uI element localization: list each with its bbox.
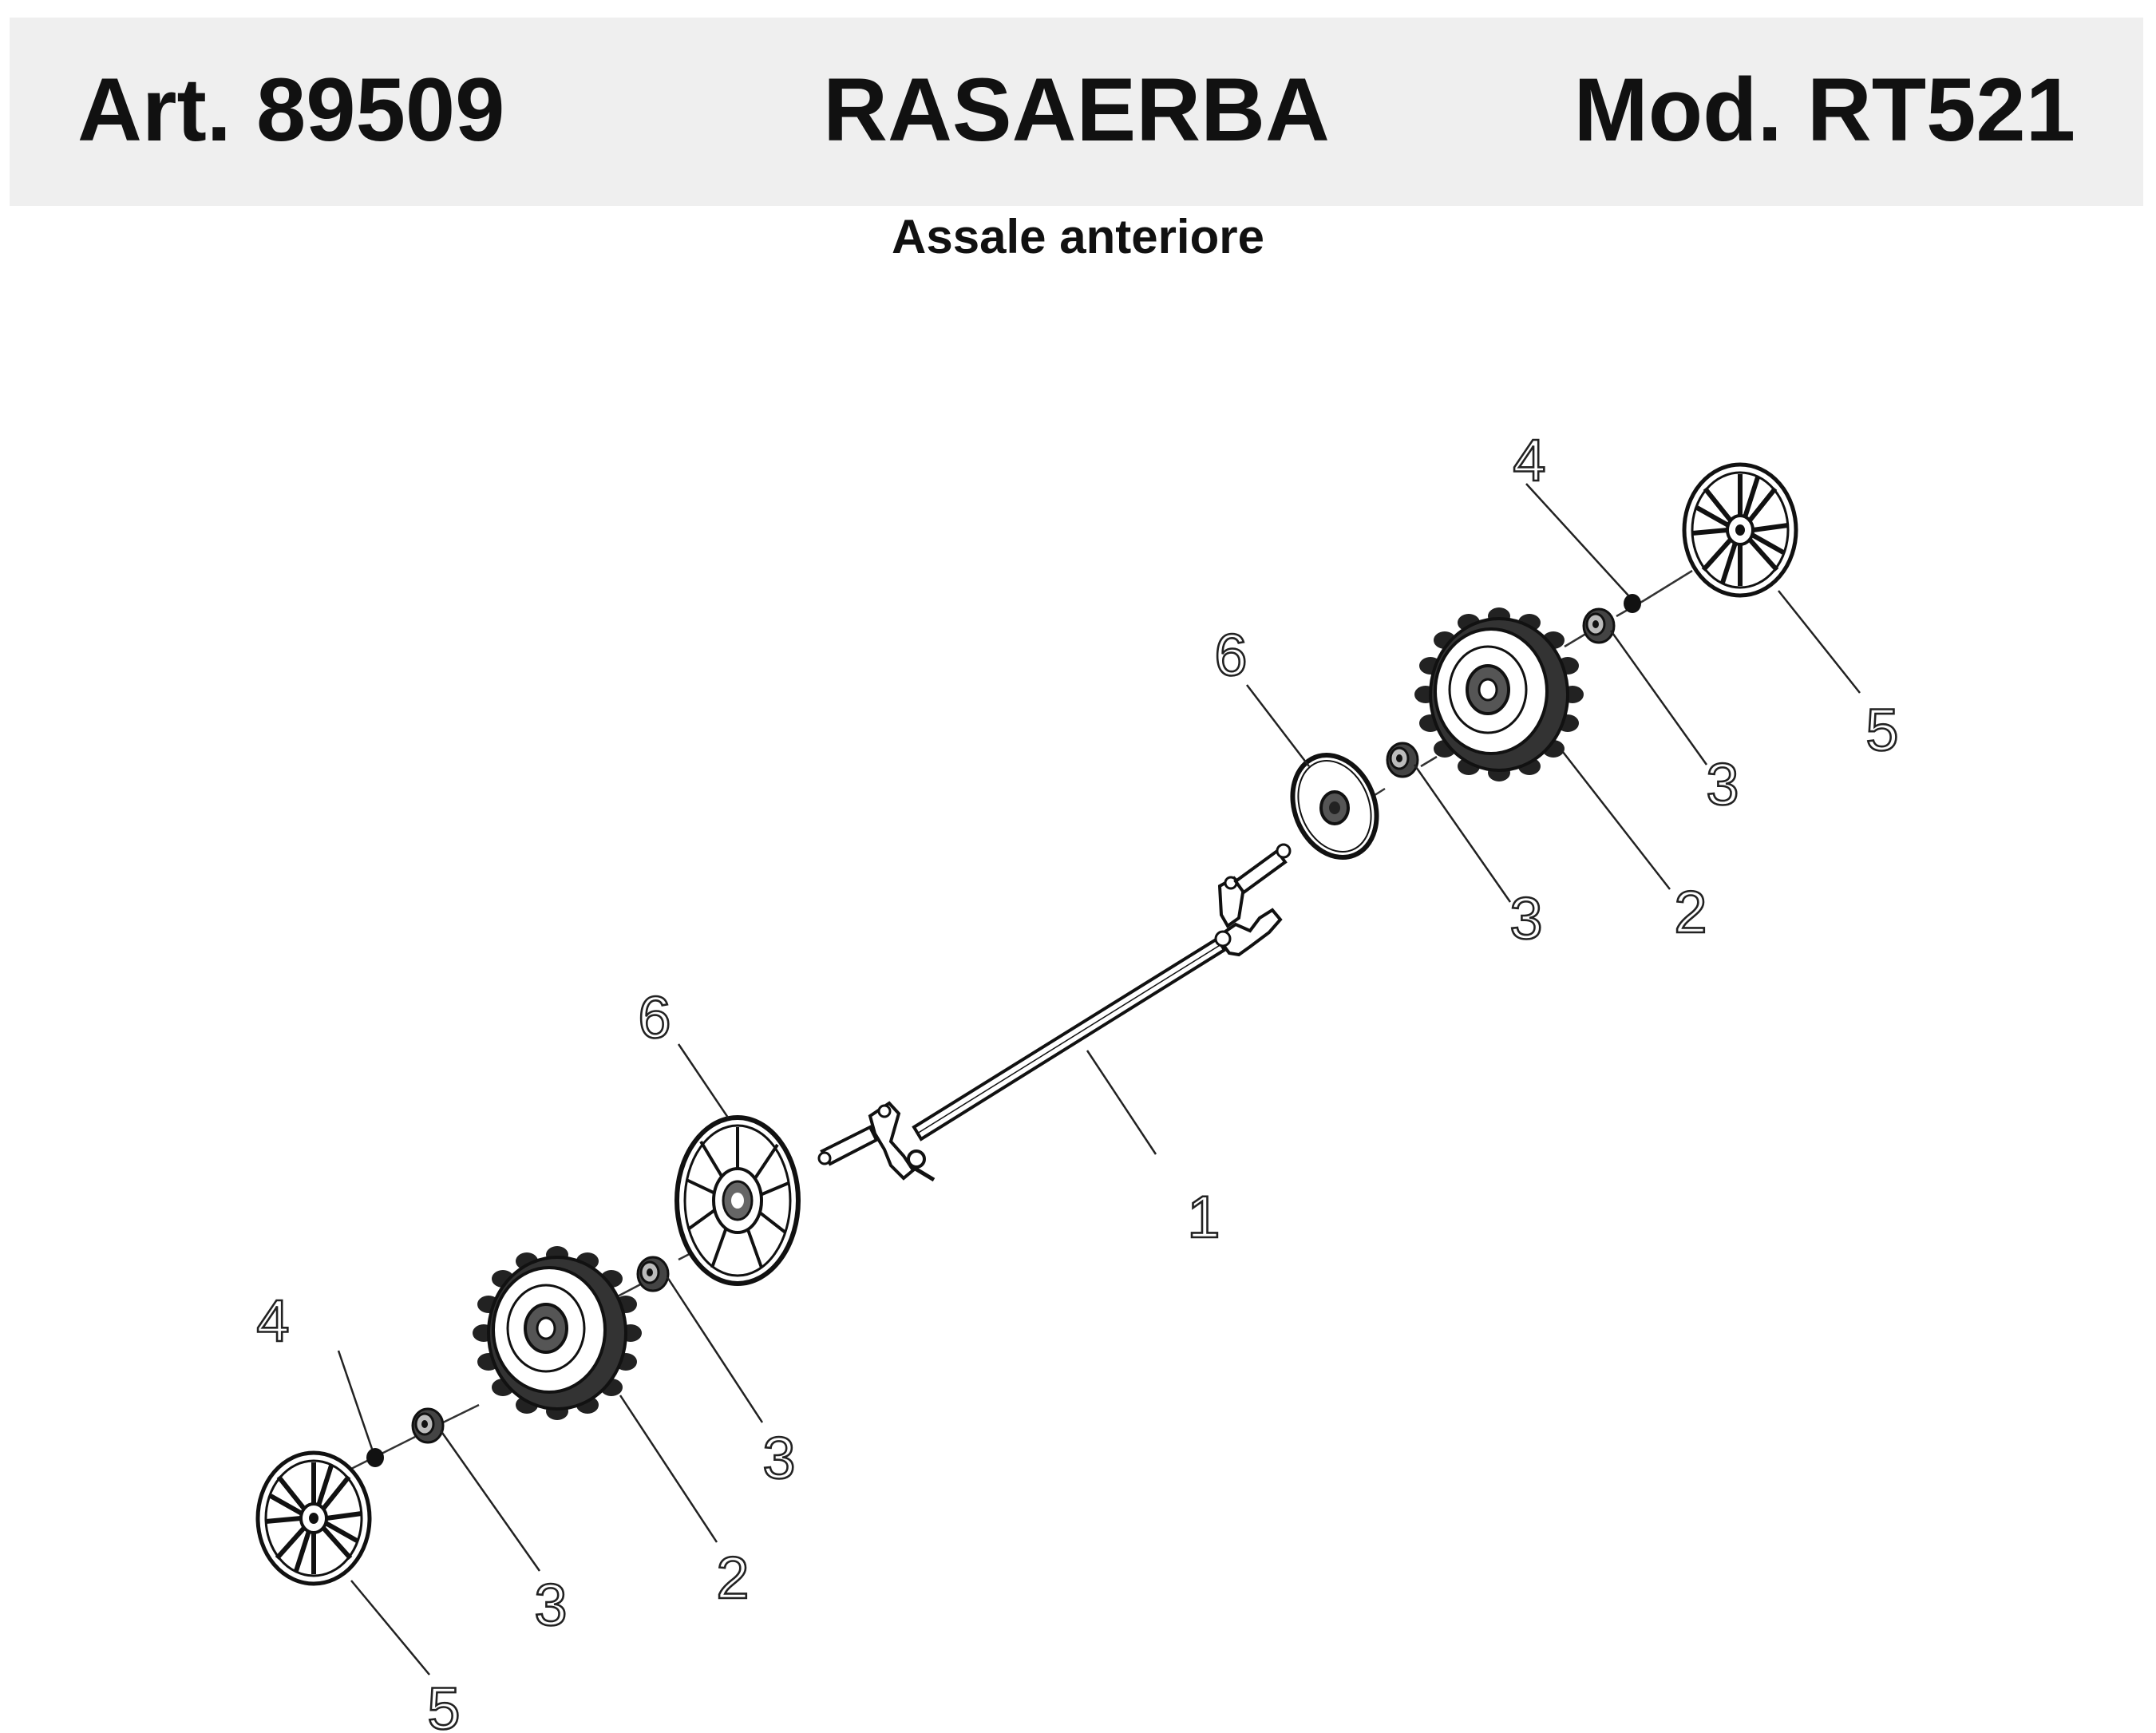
hubcap-right	[1684, 465, 1796, 595]
header-bar: Art. 89509 RASAERBA Mod. RT521	[10, 18, 2143, 206]
model-number: Mod. RT521	[1573, 60, 2075, 160]
front-axle	[817, 843, 1292, 1182]
disc-right	[1290, 753, 1379, 860]
callout-part-5-left: 5	[427, 1676, 460, 1733]
section-subtitle: Assale anteriore	[892, 210, 1264, 263]
bushing-left-outer	[411, 1407, 445, 1444]
bushing-right-outer	[1582, 607, 1616, 644]
callout-part-4-left: 4	[256, 1288, 289, 1354]
callout-part-3-left-outer: 3	[534, 1572, 567, 1638]
callout-part-5-right: 5	[1865, 697, 1898, 763]
product-title: RASAERBA	[823, 60, 1330, 160]
callout-part-2-left: 2	[716, 1545, 749, 1611]
tire-left	[471, 1244, 643, 1422]
bushing-right-inner	[1386, 742, 1419, 778]
washer-left	[366, 1448, 384, 1467]
callout-part-1: 1	[1187, 1184, 1220, 1250]
bushing-left-inner	[636, 1256, 670, 1292]
callout-part-3-right-inner: 3	[1509, 885, 1542, 952]
hubcap-left	[258, 1453, 370, 1584]
article-number: Art. 89509	[77, 60, 505, 160]
callout-part-6-left: 6	[638, 984, 671, 1050]
disc-left	[677, 1118, 798, 1284]
callout-part-6-right: 6	[1214, 622, 1247, 688]
callout-part-3-left-inner: 3	[762, 1425, 795, 1491]
washer-right	[1624, 594, 1641, 613]
callout-part-3-right-outer: 3	[1706, 751, 1739, 817]
tire-right	[1413, 606, 1585, 783]
callout-part-2-right: 2	[1674, 879, 1707, 945]
callout-part-4-right: 4	[1513, 427, 1545, 493]
